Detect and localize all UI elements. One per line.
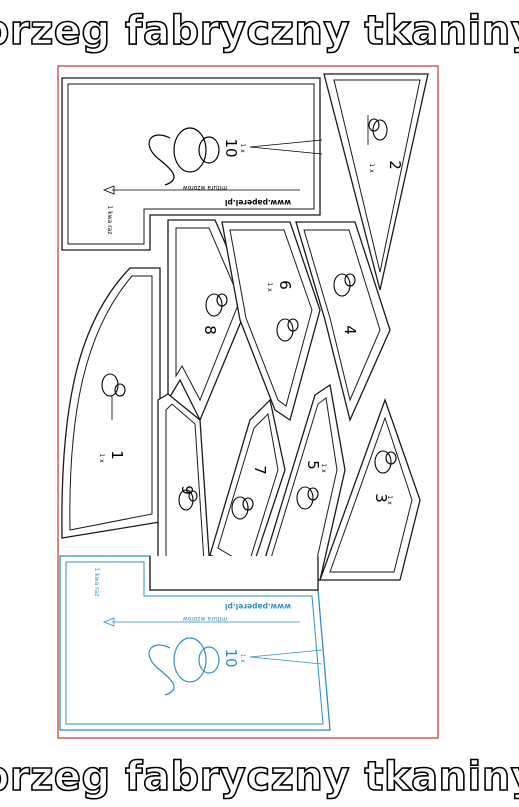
- piece-7-number: 7: [251, 465, 269, 475]
- piece-5-sub: 1 x: [320, 463, 327, 473]
- piece-10-copy: 10 1 x mitura wzorow www.paperel.pl 1 kw…: [59, 555, 331, 731]
- piece-1-number: 1: [108, 450, 126, 460]
- piece-9: 9: [157, 393, 211, 571]
- piece-2: 2 1 x: [323, 73, 429, 291]
- piece-10-copy-logo-icon: [148, 637, 220, 696]
- piece-10-note1: mitura wzorow: [183, 184, 227, 191]
- piece-9-logo-icon: [178, 489, 198, 511]
- piece-1: 1 1 x: [61, 267, 161, 539]
- piece-10-website: www.paperel.pl: [225, 198, 291, 207]
- piece-1-sub: 1 x: [98, 453, 105, 463]
- piece-1-logo-icon: [101, 373, 126, 397]
- piece-6-logo-icon: [276, 318, 299, 342]
- piece-3-logo-icon: [374, 450, 397, 474]
- piece-7-logo-icon: [231, 496, 254, 520]
- piece-3-sub: 1 x: [386, 495, 393, 505]
- piece-10-copy-website: www.paperel.pl: [225, 602, 291, 611]
- piece-4-number: 4: [341, 325, 359, 335]
- piece-10-copy-sub: 1 x: [239, 653, 246, 663]
- piece-10-number: 10: [222, 138, 240, 157]
- piece-5-number: 5: [304, 460, 322, 470]
- piece-9-number: 9: [178, 485, 196, 495]
- logo-swirl-icon: [148, 127, 220, 186]
- piece-6-sub: 1 x: [266, 282, 273, 292]
- piece-8-logo-icon: [205, 293, 228, 317]
- top-banner-text: brzeg fabryczny tkaniny: [0, 8, 519, 54]
- piece-10-copy-note1: mitura wzorow: [183, 615, 227, 622]
- piece-2-number: 2: [386, 160, 404, 170]
- piece-2-logo-icon: [368, 118, 388, 141]
- piece-10-copy-number: 10: [222, 648, 240, 667]
- piece-2-sub: 1 x: [368, 163, 375, 173]
- piece-6-number: 6: [276, 280, 294, 290]
- bottom-banner-text: brzeg fabryczny tkaniny: [0, 754, 519, 800]
- piece-5-logo-icon: [296, 486, 319, 510]
- piece-3-number: 3: [372, 493, 390, 503]
- piece-8-number: 8: [201, 325, 219, 335]
- piece-10-note2: 1 kwa raz: [106, 206, 113, 235]
- piece-10-copy-note2: 1 kwa raz: [93, 568, 100, 597]
- piece-6: 6 1 x: [221, 221, 321, 422]
- piece-4: 4: [295, 221, 391, 422]
- piece-10-sub: 1 x: [239, 143, 246, 153]
- piece-4-logo-icon: [333, 273, 356, 297]
- piece-10: 10 1 x mitura wzorow www.paperel.pl 1 kw…: [61, 77, 323, 251]
- piece-3: 3 1 x: [319, 398, 421, 581]
